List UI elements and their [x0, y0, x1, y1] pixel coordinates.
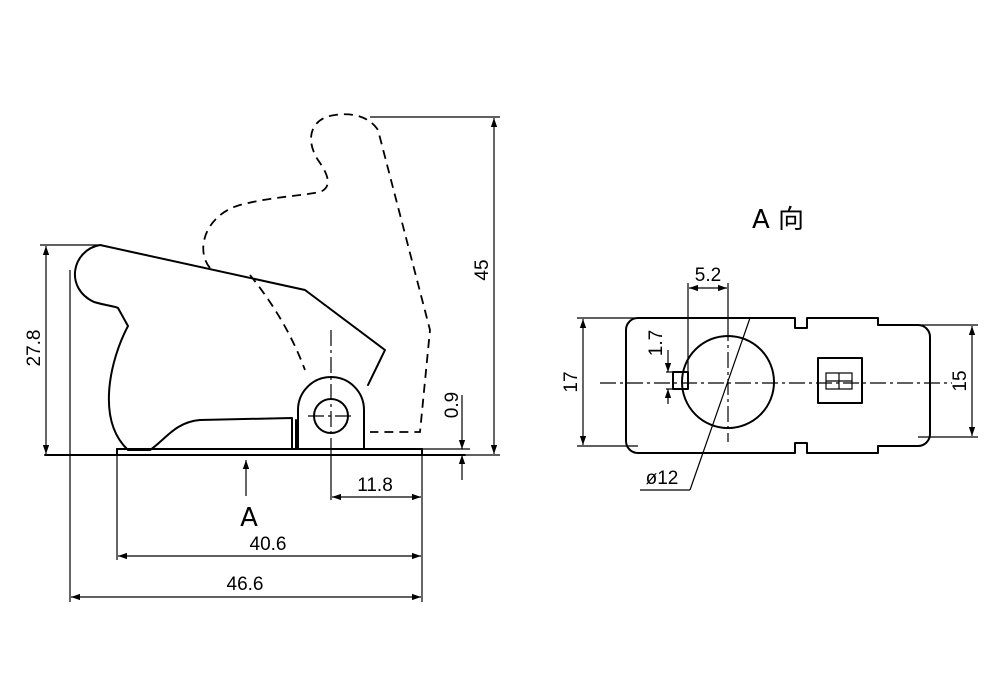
- dim-0-9: 0.9: [442, 392, 463, 418]
- dim-5-2: 5.2: [695, 265, 721, 286]
- base-plate: [44, 448, 466, 456]
- dim-1-7: 1.7: [646, 330, 667, 356]
- view-a: A 向 5.2 1.7 17: [561, 205, 978, 491]
- dim-27-8: 27.8: [24, 330, 45, 367]
- dim-15: 15: [950, 370, 971, 391]
- side-view: 27.8 45 0.9 11.8 40.6 46.6 A: [24, 113, 500, 602]
- key-tab: [672, 371, 689, 390]
- base-outline: [625, 317, 931, 454]
- view-arrow-label: A: [240, 503, 258, 533]
- dim-46-6: 46.6: [227, 574, 264, 595]
- dim-dia-12: ø12: [646, 468, 679, 489]
- pivot-hinge: [297, 330, 365, 455]
- switch-body: [817, 357, 863, 404]
- dim-17: 17: [561, 371, 582, 392]
- dim-45: 45: [472, 259, 493, 280]
- cover-open-outline: [202, 113, 431, 433]
- dim-40-6: 40.6: [250, 534, 287, 555]
- view-a-title: A 向: [752, 205, 804, 235]
- dim-11-8: 11.8: [357, 475, 393, 496]
- cover-closed-outline: [73, 244, 386, 451]
